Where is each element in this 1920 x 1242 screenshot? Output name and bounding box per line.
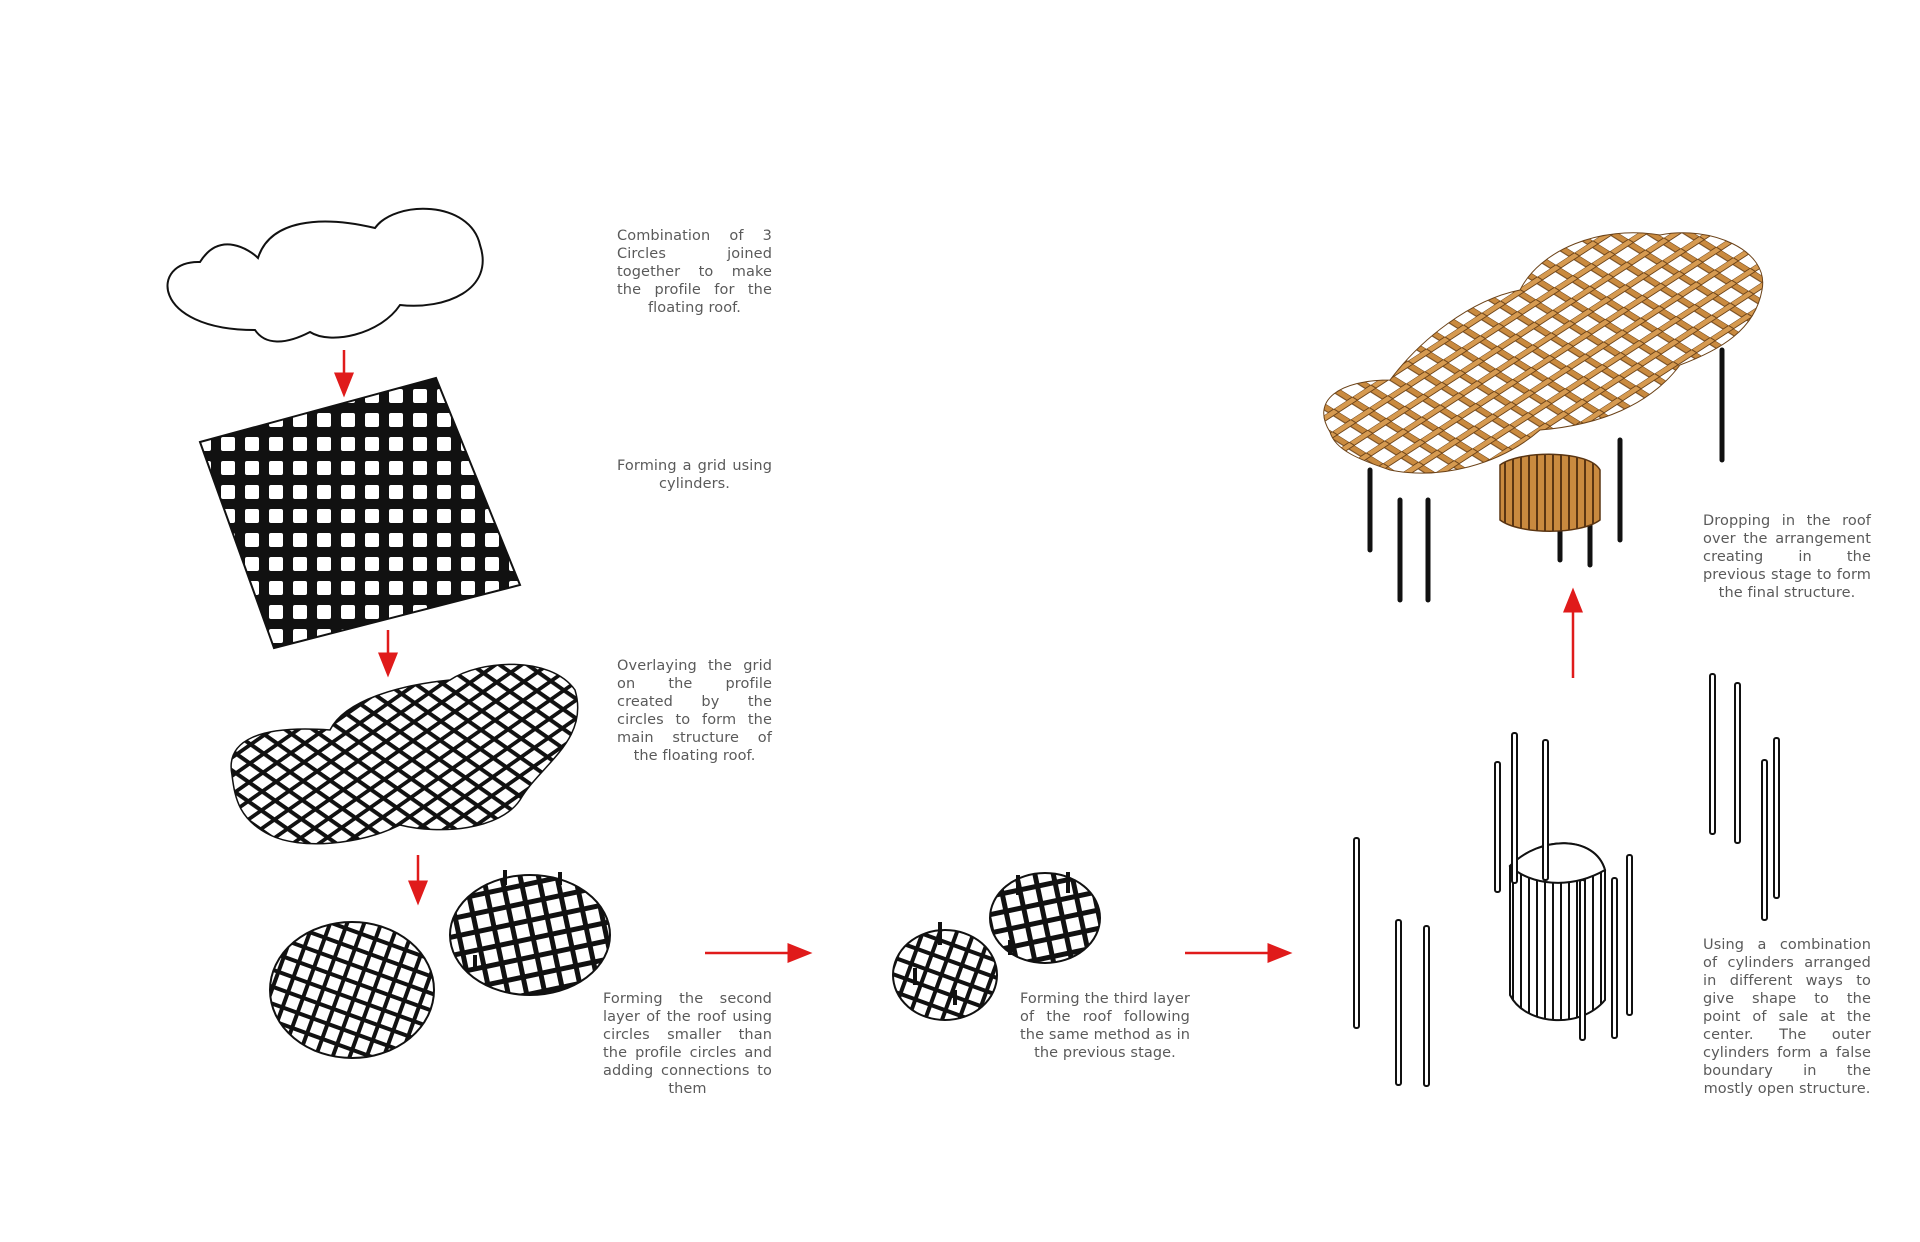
caption-step1: Combination of 3 Circles joined together… [617, 228, 772, 316]
third-layer-disc-left [892, 922, 998, 1021]
second-layer-disc-left [269, 921, 435, 1059]
caption-step4: Forming the second layer of the roof usi… [603, 991, 772, 1097]
caption-step6: Using a combination of cylinders arrange… [1703, 937, 1871, 1097]
final-structure [1323, 232, 1764, 603]
cylinder-arrangement [1353, 673, 1780, 1087]
cylinder-grid [198, 376, 522, 650]
caption-step3: Overlaying the grid on the profile creat… [617, 658, 772, 764]
three-circle-profile [166, 207, 484, 343]
floating-roof-main-structure [230, 663, 579, 845]
caption-step2: Forming a grid using cylinders. [617, 458, 772, 492]
second-layer-disc-right [449, 870, 611, 996]
caption-step7: Dropping in the roof over the arrangemen… [1703, 513, 1871, 601]
caption-step5: Forming the third layer of the roof foll… [1020, 991, 1190, 1061]
third-layer-disc-right [989, 872, 1101, 964]
